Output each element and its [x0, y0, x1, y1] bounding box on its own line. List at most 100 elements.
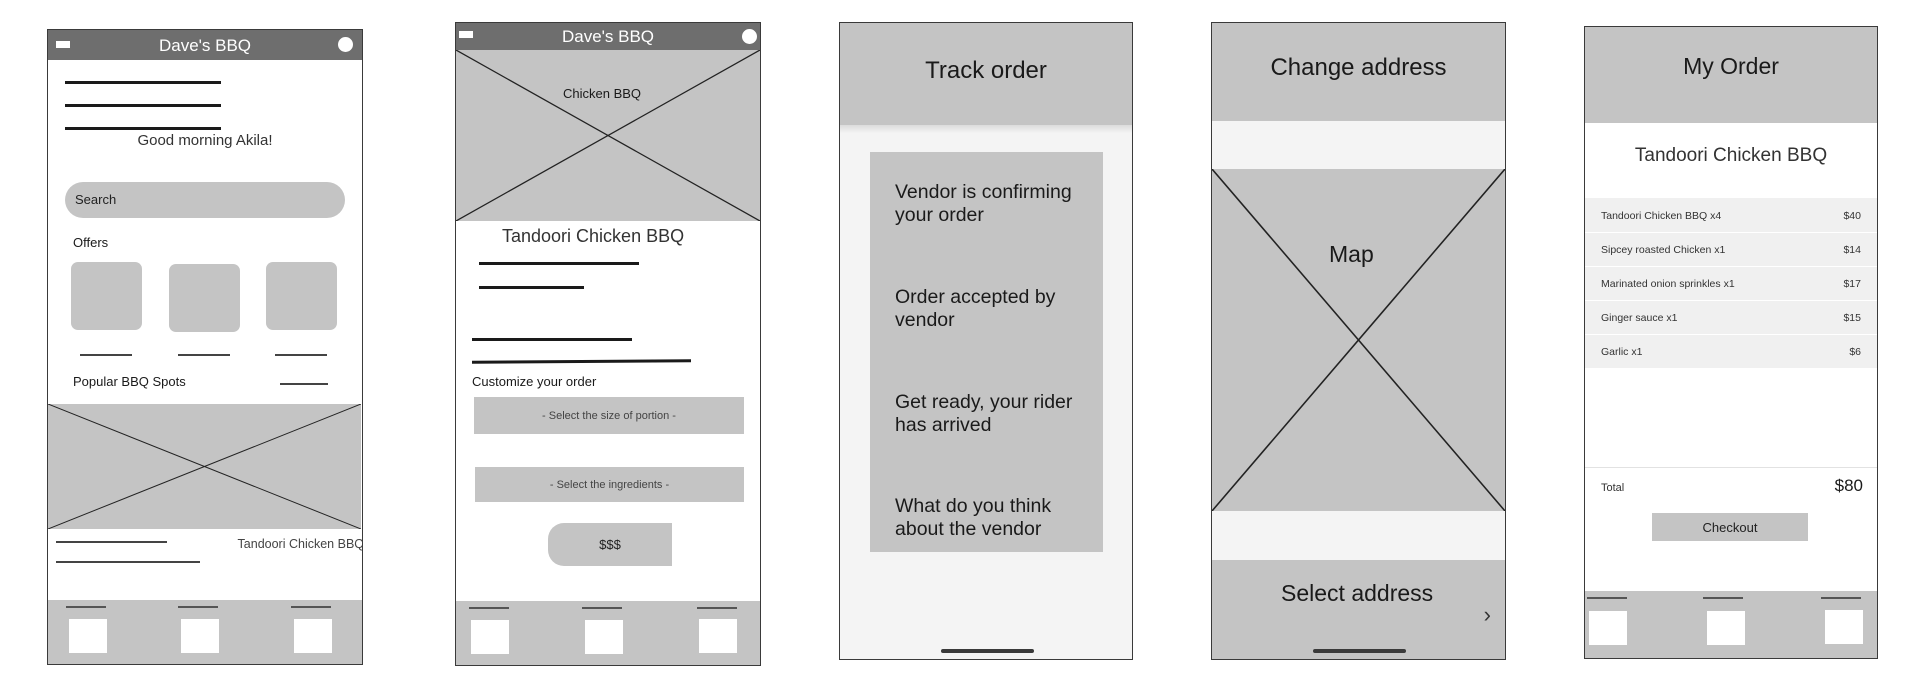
order-item-name: Ginger sauce x1 — [1601, 312, 1678, 324]
order-item-price: $14 — [1843, 244, 1861, 256]
nav-profile-icon[interactable] — [1825, 610, 1863, 644]
total-label: Total — [1601, 482, 1625, 494]
nav-indicator — [1587, 597, 1627, 599]
nav-indicator — [582, 607, 622, 609]
header-bar: Dave's BBQ — [48, 30, 362, 60]
text-placeholder-line — [65, 104, 221, 107]
nav-profile-icon[interactable] — [699, 619, 737, 653]
map-view[interactable]: Map — [1212, 169, 1505, 511]
card-text-line — [56, 541, 167, 543]
order-item-row: Marinated onion sprinkles x1 $17 — [1585, 266, 1877, 301]
bottom-nav — [1585, 591, 1877, 658]
order-item-name: Sipcey roasted Chicken x1 — [1601, 244, 1726, 256]
nav-indicator — [1703, 597, 1743, 599]
status-step: Vendor is confirming your order — [895, 181, 1072, 226]
offer-caption-line — [275, 354, 327, 356]
header-shadow — [840, 125, 1132, 133]
page-title: My Order — [1683, 53, 1779, 79]
screen-home: Dave's BBQ Good morning Akila! Search Of… — [47, 29, 363, 665]
offer-card[interactable] — [266, 262, 337, 330]
order-item-row: Tandoori Chicken BBQ x4 $40 — [1585, 198, 1877, 233]
map-label: Map — [1329, 241, 1374, 267]
total-value: $80 — [1834, 476, 1863, 495]
image-placeholder-cross — [456, 50, 760, 221]
order-item-name: Tandoori Chicken BBQ x4 — [1601, 210, 1722, 222]
order-item-row: Sipcey roasted Chicken x1 $14 — [1585, 232, 1877, 267]
ingredients-select[interactable]: - Select the ingredients - — [475, 467, 744, 502]
nav-orders-icon[interactable] — [1707, 611, 1745, 645]
order-item-row: Ginger sauce x1 $15 — [1585, 300, 1877, 335]
checkout-button[interactable]: Checkout — [1652, 513, 1808, 541]
order-item-name: Garlic x1 — [1601, 346, 1643, 358]
customize-label: Customize your order — [472, 374, 597, 389]
search-placeholder: Search — [75, 192, 117, 207]
header-bar: Track order — [840, 23, 1132, 125]
nav-orders-icon[interactable] — [585, 620, 623, 654]
profile-icon[interactable] — [742, 29, 757, 44]
screen-product: Dave's BBQ Chicken BBQ Tandoori Chicken … — [455, 22, 761, 666]
order-items-list: Tandoori Chicken BBQ x4 $40 Sipcey roast… — [1585, 198, 1877, 368]
nav-indicator — [291, 606, 331, 608]
screen-change-address: Change address Map Select address › — [1211, 22, 1506, 660]
nav-indicator — [469, 607, 509, 609]
dish-title: Tandoori Chicken BBQ — [1634, 145, 1828, 166]
image-placeholder-cross — [48, 404, 361, 529]
select-address-label: Select address — [1281, 580, 1434, 606]
bottom-nav — [48, 600, 362, 664]
card-title: Tandoori Chicken BBQ — [237, 537, 363, 551]
order-item-price: $40 — [1843, 210, 1861, 222]
order-item-price: $15 — [1843, 312, 1861, 324]
page-title: Track order — [925, 57, 1047, 84]
nav-indicator — [1821, 597, 1861, 599]
app-title: Dave's BBQ — [561, 27, 655, 46]
menu-icon[interactable] — [56, 41, 70, 48]
status-step: Order accepted by vendor — [895, 286, 1056, 331]
home-indicator — [941, 649, 1034, 653]
header-bar: Change address — [1212, 23, 1505, 121]
order-item-price: $6 — [1849, 346, 1861, 358]
offer-card[interactable] — [169, 264, 240, 332]
header-bar: Dave's BBQ — [456, 23, 760, 50]
banner-label: Chicken BBQ — [563, 86, 642, 101]
nav-indicator — [178, 606, 218, 608]
select-address-button[interactable]: Select address › — [1212, 560, 1505, 659]
see-all-link[interactable] — [280, 383, 328, 385]
screen-track-order: Track order Vendor is confirming your or… — [839, 22, 1133, 660]
home-indicator — [1313, 649, 1406, 653]
text-placeholder-line — [472, 338, 632, 341]
text-placeholder-line — [65, 81, 221, 84]
nav-home-icon[interactable] — [471, 620, 509, 654]
nav-indicator — [697, 607, 737, 609]
nav-orders-icon[interactable] — [181, 619, 219, 653]
image-placeholder[interactable] — [48, 404, 361, 529]
text-placeholder-line — [65, 127, 221, 130]
nav-home-icon[interactable] — [1589, 611, 1627, 645]
menu-icon[interactable] — [459, 31, 473, 38]
header-bar: My Order — [1585, 27, 1877, 123]
price-button[interactable]: $$$ — [548, 523, 672, 566]
nav-home-icon[interactable] — [69, 619, 107, 653]
nav-indicator — [66, 606, 106, 608]
total-divider — [1585, 467, 1877, 468]
profile-icon[interactable] — [338, 37, 353, 52]
screen-my-order: My Order Tandoori Chicken BBQ Tandoori C… — [1584, 26, 1878, 659]
text-placeholder-line — [471, 359, 692, 364]
search-input[interactable]: Search — [65, 182, 345, 218]
order-item-name: Marinated onion sprinkles x1 — [1601, 278, 1735, 290]
card-text-line — [56, 561, 200, 563]
portion-size-select[interactable]: - Select the size of portion - — [474, 397, 744, 434]
popular-label: Popular BBQ Spots — [73, 374, 186, 389]
status-step: What do you think about the vendor — [895, 495, 1052, 540]
page-title: Change address — [1270, 54, 1447, 81]
offer-caption-line — [178, 354, 230, 356]
text-placeholder-line — [479, 262, 639, 265]
order-item-row: Garlic x1 $6 — [1585, 334, 1877, 368]
order-item-price: $17 — [1843, 278, 1861, 290]
text-placeholder-line — [479, 286, 584, 289]
status-panel: Vendor is confirming your order Order ac… — [870, 152, 1103, 552]
banner-image-placeholder: Chicken BBQ — [456, 50, 760, 221]
dish-title: Tandoori Chicken BBQ — [502, 226, 685, 246]
offer-card[interactable] — [71, 262, 142, 330]
nav-profile-icon[interactable] — [294, 619, 332, 653]
app-title: Dave's BBQ — [158, 36, 252, 55]
